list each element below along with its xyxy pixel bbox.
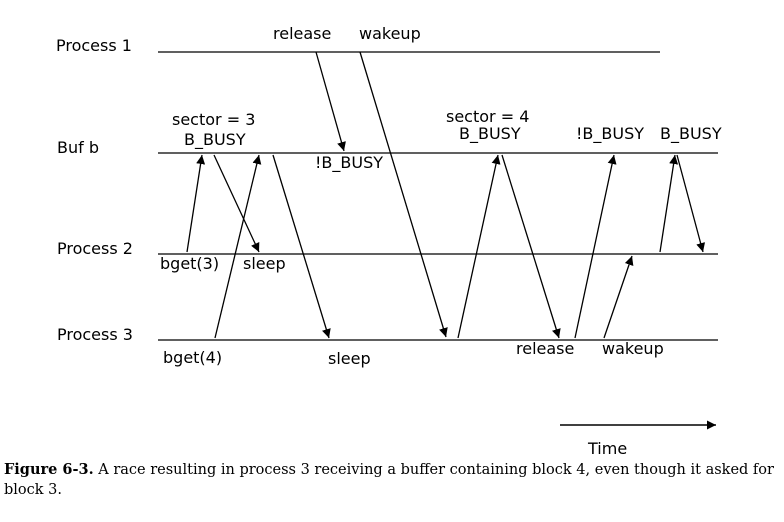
arrow-bufb-to-p3-release xyxy=(501,154,561,339)
figure-caption: Figure 6-3. A race resulting in process … xyxy=(4,460,780,500)
label-b-busy-1: B_BUSY xyxy=(184,130,246,150)
label-b-busy-3: B_BUSY xyxy=(660,124,722,144)
arrow-p1-release xyxy=(315,51,346,152)
arrow-p2-to-bufb-busy xyxy=(659,154,679,253)
label-sector3: sector = 3 xyxy=(172,110,255,129)
lane-label-bufb: Buf b xyxy=(57,138,99,157)
label-sector4: sector = 4 xyxy=(446,107,529,126)
label-sleep-p2: sleep xyxy=(243,254,286,273)
label-not-b-busy-2: !B_BUSY xyxy=(576,124,644,144)
label-sleep-p3: sleep xyxy=(328,349,371,368)
arrow-p3-wakeup-to-p2 xyxy=(603,255,634,339)
label-wakeup-bottom: wakeup xyxy=(602,339,664,358)
label-not-b-busy-1: !B_BUSY xyxy=(315,153,383,173)
label-b-busy-2: B_BUSY xyxy=(459,124,521,144)
caption-text: A race resulting in process 3 receiving … xyxy=(4,462,774,498)
arrow-bufb-to-p2-busy xyxy=(676,154,706,253)
lane-label-process3: Process 3 xyxy=(57,325,133,344)
race-diagram: Process 1 Buf b Process 2 Process 3 rele… xyxy=(56,24,722,458)
arrow-p3-to-bufb-notbusy xyxy=(574,154,617,339)
arrow-p1-wakeup xyxy=(359,51,448,338)
arrow-bufb-to-p3-sleep xyxy=(272,154,331,339)
label-release-bottom: release xyxy=(516,339,574,358)
arrow-p3-to-bufb-sector4 xyxy=(457,154,501,339)
label-release-top: release xyxy=(273,24,331,43)
figure-label: Figure 6-3. xyxy=(4,461,94,478)
time-label: Time xyxy=(587,439,627,458)
lane-label-process2: Process 2 xyxy=(57,239,133,258)
lane-label-process1: Process 1 xyxy=(56,36,132,55)
arrow-p3-bget4 xyxy=(214,154,262,339)
label-bget3: bget(3) xyxy=(160,254,219,273)
label-wakeup-top: wakeup xyxy=(359,24,421,43)
arrow-p2-bget3 xyxy=(186,154,206,253)
arrow-bufb-to-p2-sleep xyxy=(213,154,260,253)
label-bget4: bget(4) xyxy=(163,348,222,367)
